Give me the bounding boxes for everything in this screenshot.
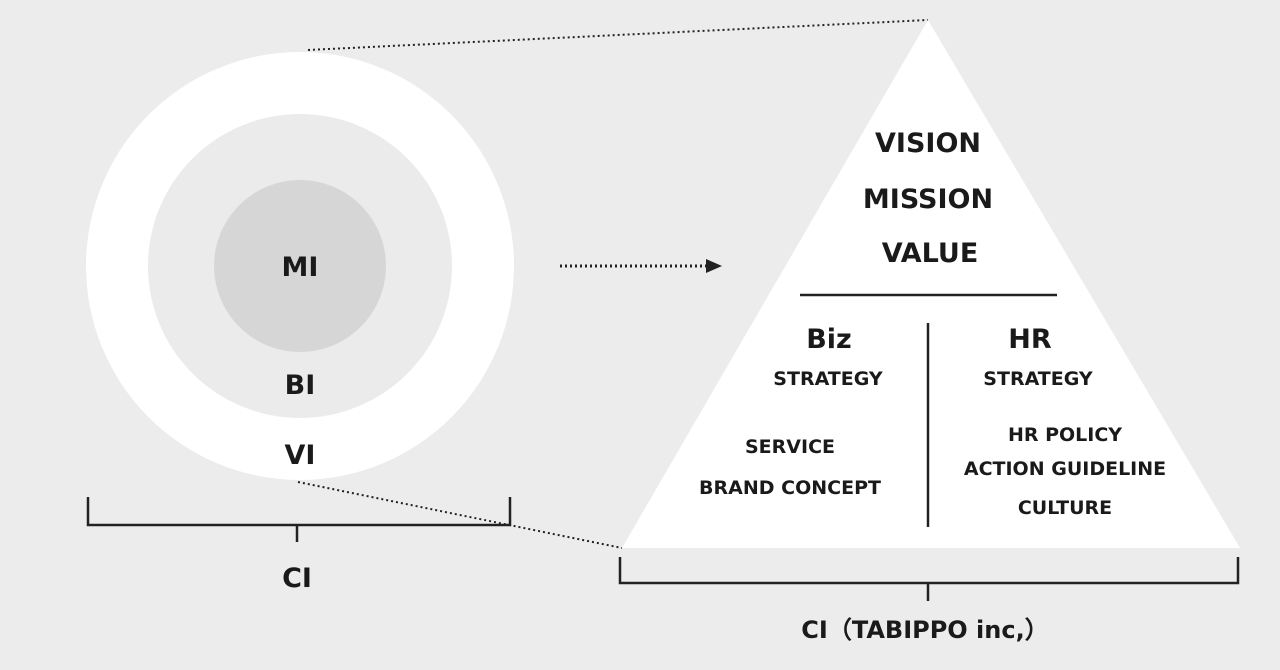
hr-culture: CULTURE bbox=[1017, 497, 1113, 519]
hr-title: HR bbox=[1008, 324, 1052, 355]
ci-bracket bbox=[86, 497, 512, 527]
bi-label: BI bbox=[284, 370, 316, 401]
value-label: VALUE bbox=[881, 238, 979, 269]
arrow-head bbox=[706, 259, 722, 273]
biz-brand-concept: BRAND CONCEPT bbox=[699, 477, 881, 499]
hr-policy: HR POLICY bbox=[1007, 424, 1123, 446]
ci-label: CI bbox=[282, 563, 312, 594]
zoom-line-bottom bbox=[297, 481, 623, 549]
hr-action-guideline: ACTION GUIDELINE bbox=[963, 458, 1167, 480]
mi-label: MI bbox=[281, 252, 319, 283]
vi-label: VI bbox=[284, 440, 316, 471]
biz-strategy: STRATEGY bbox=[773, 368, 883, 390]
hr-strategy: STRATEGY bbox=[983, 368, 1093, 390]
pyramid-triangle bbox=[622, 20, 1240, 548]
pyramid-caption: CI（TABIPPO inc,） bbox=[801, 616, 1049, 644]
mi-core bbox=[214, 180, 386, 352]
mission-label: MISSION bbox=[862, 184, 994, 215]
zoom-line-top bbox=[307, 19, 929, 51]
vision-label: VISION bbox=[875, 128, 981, 159]
biz-title: Biz bbox=[806, 324, 852, 355]
pyramid-bracket bbox=[618, 557, 1240, 585]
biz-service: SERVICE bbox=[745, 436, 835, 458]
